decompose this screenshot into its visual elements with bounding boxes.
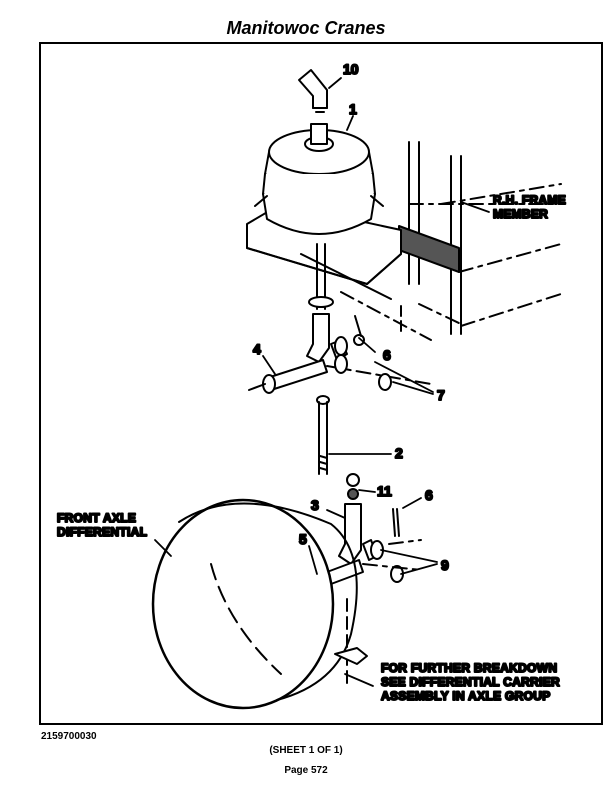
brake-chamber-drawing [254,123,384,235]
page-number: Page 572 [284,765,328,776]
callout-5: 5 [299,531,307,547]
note-line3: ASSEMBLY IN AXLE GROUP [381,689,551,703]
callout-3: 3 [311,497,319,513]
callout-6-upper: 6 [383,347,391,363]
label-front-axle-line1: FRONT AXLE [57,511,136,525]
diagram-frame: 10 1 4 6 7 2 3 11 6 5 9 R.H. FRAME MEMBE… [39,42,603,725]
washer-drawing-upper [334,354,392,391]
note-line2: SEE DIFFERENTIAL CARRIER [381,675,560,689]
push-rod-upper-drawing [306,243,365,363]
callout-6-lower: 6 [425,487,433,503]
elbow-fitting-drawing [298,69,328,113]
callout-11: 11 [377,483,392,499]
rod-drawing [316,395,330,475]
callout-4: 4 [253,341,261,357]
differential-housing-drawing [151,498,368,710]
label-frame-member-line2: MEMBER [493,207,548,221]
callout-10: 10 [343,61,359,77]
label-frame-member-line1: R.H. FRAME [493,193,566,207]
callout-1: 1 [349,101,357,117]
note-line1: FOR FURTHER BREAKDOWN [381,661,557,675]
leader-lines [154,77,490,687]
callout-7: 7 [437,387,445,403]
frame-member-drawing [340,141,562,341]
callout-2: 2 [395,445,403,461]
document-number: 2159700030 [41,731,97,742]
page-header-title: Manitowoc Cranes [226,18,386,38]
parts-diagram: 10 1 4 6 7 2 3 11 6 5 9 R.H. FRAME MEMBE… [56,60,567,710]
callout-9: 9 [441,557,449,573]
label-front-axle-line2: DIFFERENTIAL [57,525,147,539]
sheet-indicator: (SHEET 1 OF 1) [269,745,343,756]
clevis-pin-upper-drawing [248,359,432,394]
